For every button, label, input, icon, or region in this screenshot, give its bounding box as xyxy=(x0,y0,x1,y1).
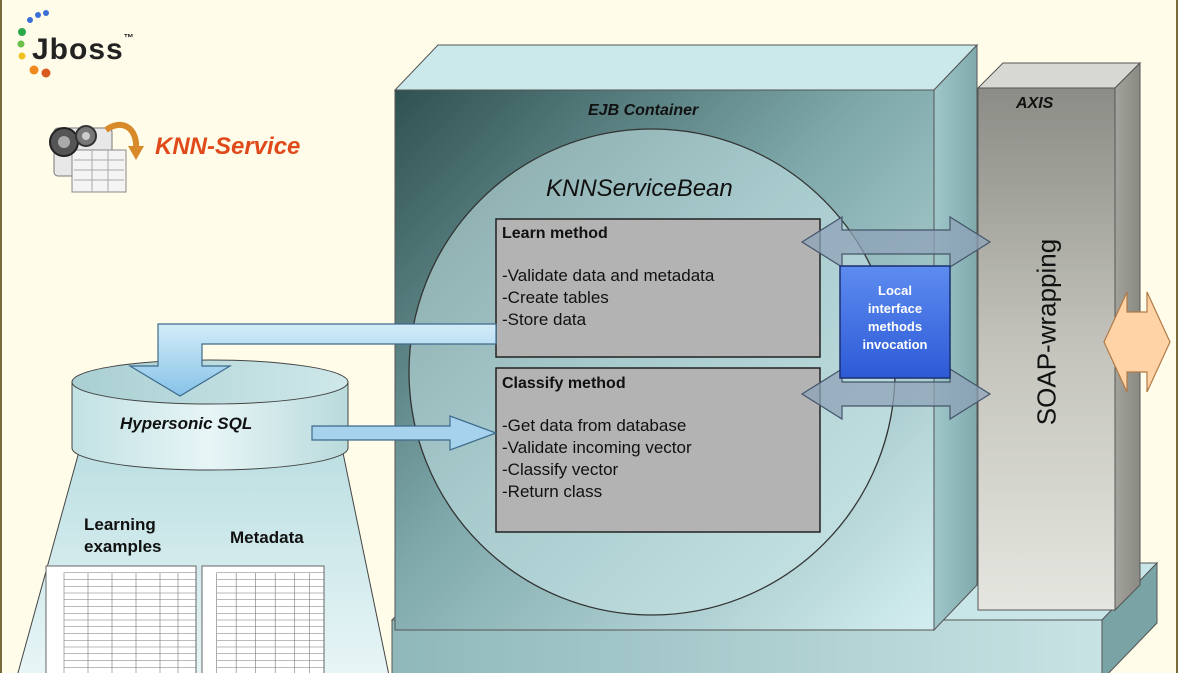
external-access-arrow xyxy=(1103,291,1171,393)
jboss-logo-name: Jboss xyxy=(32,33,124,66)
learn-method-title: Learn method xyxy=(502,225,608,242)
classify-line: -Return class xyxy=(502,482,603,501)
axis-column xyxy=(976,61,1142,612)
learn-soap-arrow xyxy=(800,215,992,269)
learning-examples-line: examples xyxy=(84,537,162,556)
soap-wrapping-label: SOAP-wrapping xyxy=(1031,238,1062,426)
classify-line: -Get data from database xyxy=(502,416,687,435)
classify-line: -Validate incoming vector xyxy=(502,438,692,457)
learn-line: -Store data xyxy=(502,310,587,329)
metadata-table xyxy=(201,565,325,673)
local-interface-box xyxy=(839,265,951,379)
local-interface-line: Local xyxy=(878,283,912,298)
bean-label: KNNServiceBean xyxy=(546,175,733,202)
learn-line: -Validate data and metadata xyxy=(502,266,715,285)
mini-table-frame xyxy=(45,565,197,673)
jboss-logo-tm: ™ xyxy=(123,33,135,44)
service-gear-icon xyxy=(49,121,144,193)
learn-line: -Create tables xyxy=(502,288,609,307)
service-title: KNN-Service xyxy=(155,133,301,160)
learn-method-text: Learn method -Validate data and metadata… xyxy=(502,223,714,331)
local-interface-text: Local interface methods invocation xyxy=(840,282,950,354)
learning-examples-table xyxy=(45,565,197,673)
get-data-flow-arrow xyxy=(311,415,498,451)
ejb-container-label: EJB Container xyxy=(588,102,699,119)
classify-line: -Classify vector xyxy=(502,460,619,479)
local-interface-line: invocation xyxy=(862,337,928,352)
database-label: Hypersonic SQL xyxy=(120,414,253,433)
classify-method-title: Classify method xyxy=(502,375,626,392)
classify-method-text: Classify method -Get data from database … xyxy=(502,373,692,503)
learn-method-box xyxy=(495,218,821,358)
metadata-label: Metadata xyxy=(230,528,304,547)
jboss-logo xyxy=(17,10,51,78)
local-interface-line: interface xyxy=(867,301,923,316)
learning-examples-label: Learning examples xyxy=(84,514,162,558)
jboss-logo-text: Jboss™ xyxy=(32,33,135,67)
learning-examples-line: Learning xyxy=(84,515,156,534)
axis-label: AXIS xyxy=(1016,95,1054,112)
local-interface-line: methods xyxy=(867,319,923,334)
classify-method-box xyxy=(495,367,821,533)
store-data-flow-arrow xyxy=(127,323,497,397)
mini-table-frame xyxy=(201,565,325,673)
